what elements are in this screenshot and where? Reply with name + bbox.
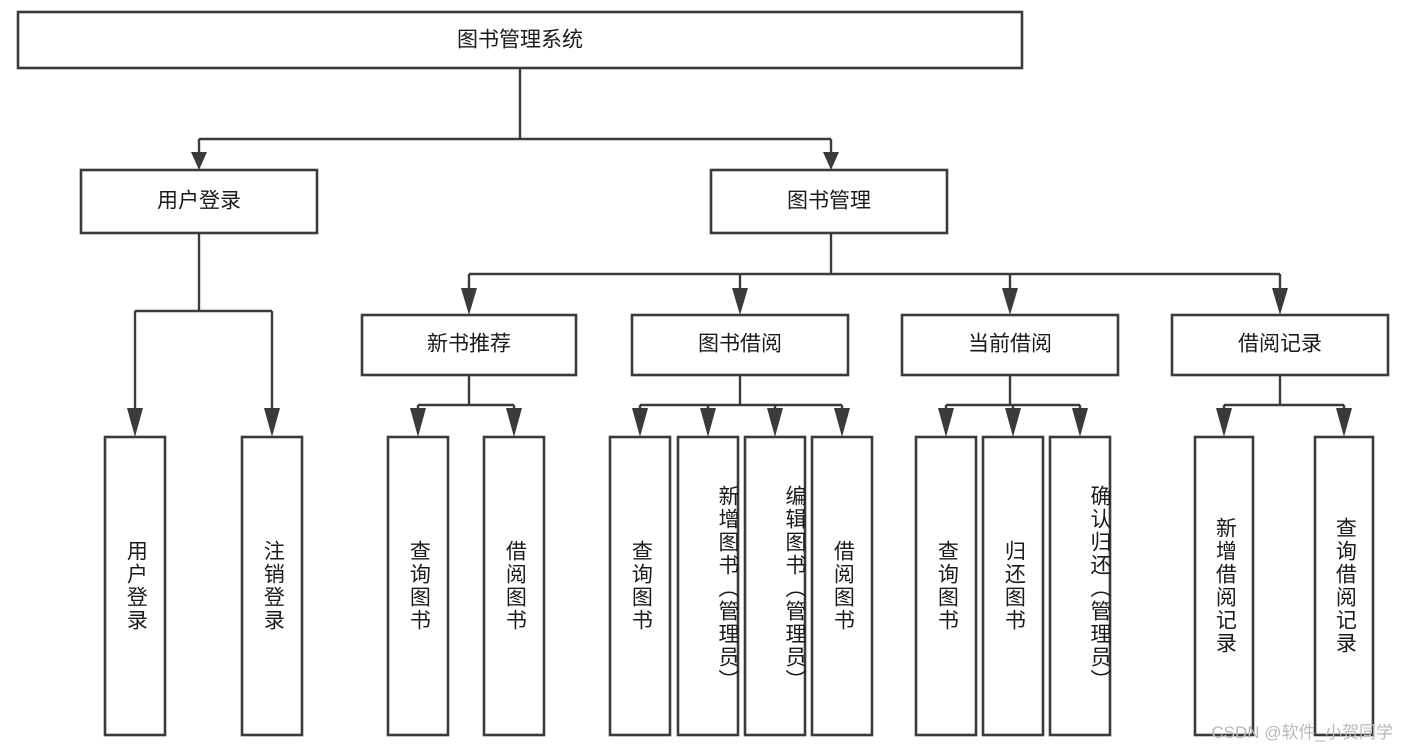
leaf-box-add-book-admin[interactable] — [676, 435, 740, 737]
arrow-user-login-to-leaf-logout — [264, 408, 280, 437]
arrow-book-mgmt-to-current-borrow — [1002, 288, 1018, 315]
arrow-user-login-to-leaf-user-login — [127, 408, 143, 437]
leaf-box-query-book-borrow[interactable] — [608, 435, 672, 737]
node-root-box[interactable] — [16, 10, 1024, 70]
node-root-label: 图书管理系统 — [457, 29, 583, 52]
leaf-box-confirm-return-admin[interactable] — [1048, 435, 1112, 737]
leaf-box-user-login[interactable] — [103, 435, 167, 737]
node-current-borrow-label: 当前借阅 — [968, 333, 1052, 356]
leaf-box-query-book-recommend[interactable] — [386, 435, 450, 737]
csdn-watermark: CSDN @软件_小贺同学 — [1211, 723, 1393, 742]
arrow-book-mgmt-to-borrow — [732, 288, 748, 315]
leaf-box-query-borrow-record[interactable] — [1313, 435, 1375, 737]
node-borrow-record-label: 借阅记录 — [1238, 333, 1322, 356]
node-borrow-record-box[interactable] — [1170, 313, 1390, 377]
leaf-box-return-book[interactable] — [981, 435, 1045, 737]
arrow-borrow-to-leaf-borrow-book — [834, 408, 850, 437]
node-book-borrow-label: 图书借阅 — [698, 333, 782, 356]
leaf-box-edit-book-admin[interactable] — [743, 435, 807, 737]
arrow-current-borrow-to-leaf-return-book — [1005, 408, 1021, 437]
node-book-management-label: 图书管理 — [787, 190, 871, 213]
leaf-box-query-book-current[interactable] — [914, 435, 978, 737]
leaf-box-logout[interactable] — [240, 435, 304, 737]
arrow-borrow-record-to-leaf-query-record — [1336, 408, 1352, 437]
arrow-current-borrow-to-leaf-query-book — [938, 408, 954, 437]
arrow-borrow-to-leaf-add-book — [700, 408, 716, 437]
node-book-borrow-box[interactable] — [630, 313, 850, 377]
node-new-book-recommend[interactable]: 新书推荐 — [360, 313, 578, 377]
node-new-book-recommend-label: 新书推荐 — [427, 333, 511, 356]
node-root[interactable]: 图书管理系统 — [16, 10, 1024, 70]
node-book-management[interactable]: 图书管理 — [709, 168, 949, 235]
arrow-book-mgmt-to-new-book — [461, 288, 477, 315]
node-user-login-label: 用户登录 — [157, 190, 241, 213]
arrow-borrow-to-leaf-query-book — [632, 408, 648, 437]
arrow-new-book-to-leaf-query-book — [410, 408, 426, 437]
node-current-borrow[interactable]: 当前借阅 — [900, 313, 1120, 377]
arrow-borrow-to-leaf-edit-book — [767, 408, 783, 437]
leaf-box-add-borrow-record[interactable] — [1193, 435, 1255, 737]
node-user-login-box[interactable] — [79, 168, 319, 235]
node-current-borrow-box[interactable] — [900, 313, 1120, 377]
node-borrow-record[interactable]: 借阅记录 — [1170, 313, 1390, 377]
arrow-root-to-user-login — [191, 152, 207, 170]
arrow-root-to-book-mgmt — [823, 152, 839, 170]
leaf-boxes-layer — [103, 435, 1375, 737]
arrow-borrow-record-to-leaf-add-record — [1216, 408, 1232, 437]
leaf-box-borrow-book[interactable] — [810, 435, 874, 737]
node-new-book-recommend-box[interactable] — [360, 313, 578, 377]
node-user-login[interactable]: 用户登录 — [79, 168, 319, 235]
arrow-book-mgmt-to-borrow-record — [1272, 288, 1288, 315]
node-book-borrow[interactable]: 图书借阅 — [630, 313, 850, 377]
arrow-current-borrow-to-leaf-confirm-return — [1072, 408, 1088, 437]
node-book-management-box[interactable] — [709, 168, 949, 235]
connector-layer — [127, 68, 1352, 437]
arrow-new-book-to-leaf-borrow-book — [506, 408, 522, 437]
leaf-box-borrow-book-recommend[interactable] — [482, 435, 546, 737]
